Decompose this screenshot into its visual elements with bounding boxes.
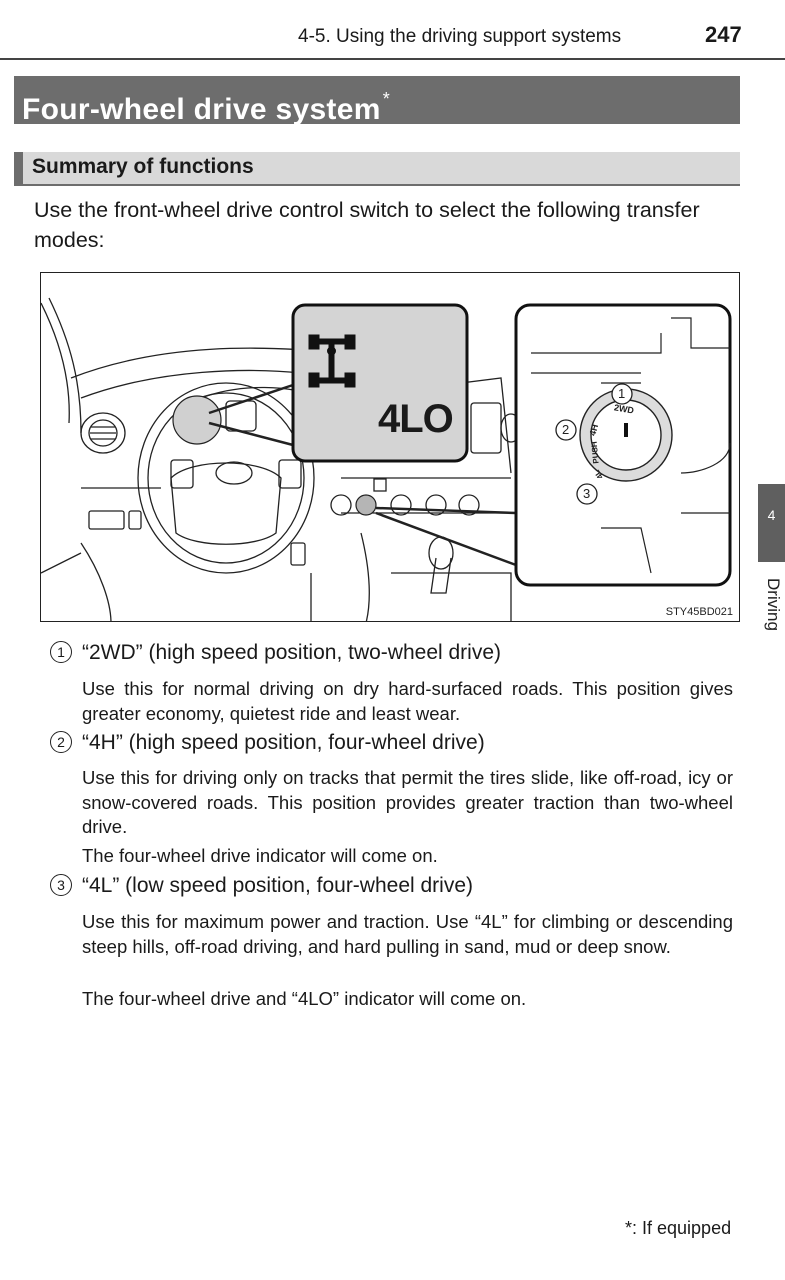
figure-code: STY45BD021 <box>665 606 733 618</box>
indicator-4lo-text: 4LO <box>378 397 454 441</box>
subsection-title: Summary of functions <box>14 152 740 186</box>
chapter-tab: 4 <box>758 484 785 562</box>
page-title: Four-wheel drive system* <box>14 76 740 126</box>
dial-callout-3: 3 <box>583 486 591 501</box>
chapter-tab-label: Driving <box>764 578 783 631</box>
dial-text-push: PUSH <box>589 441 601 464</box>
item-heading-4h: “4H” (high speed position, four-wheel dr… <box>82 731 485 754</box>
running-header-section: 4-5. Using the driving support systems <box>298 26 622 47</box>
item-number-2: 2 <box>50 731 72 753</box>
page-number: 247 <box>705 22 742 47</box>
intro-paragraph: Use the front-wheel drive control switch… <box>34 198 700 252</box>
page-title-text: Four-wheel drive system <box>22 93 381 126</box>
item-heading-4l: “4L” (low speed position, four-wheel dri… <box>82 874 474 897</box>
item-body-4l-indicator: The four-wheel drive and “4LO” indicator… <box>82 988 527 1009</box>
header-rule <box>0 58 785 60</box>
item-number-3: 3 <box>50 874 72 896</box>
dial-callout-2: 2 <box>562 422 570 437</box>
if-equipped-mark: * <box>382 89 390 109</box>
item-number-1: 1 <box>50 641 72 663</box>
item-body-4h: Use this for driving only on tracks that… <box>82 767 733 837</box>
dashboard-illustration: 4LO 1 2 3 2WD 4H PUSH 4L STY45BD021 <box>40 272 740 622</box>
dashboard-drawing <box>41 297 732 621</box>
dial-callout-1: 1 <box>618 386 626 401</box>
item-body-4l: Use this for maximum power and traction.… <box>82 911 733 957</box>
item-body-4h-indicator: The four-wheel drive indicator will come… <box>82 845 438 866</box>
item-body-2wd: Use this for normal driving on dry hard-… <box>82 678 733 724</box>
footnote-if-equipped: *: If equipped <box>625 1218 732 1238</box>
item-heading-2wd: “2WD” (high speed position, two-wheel dr… <box>82 641 502 664</box>
